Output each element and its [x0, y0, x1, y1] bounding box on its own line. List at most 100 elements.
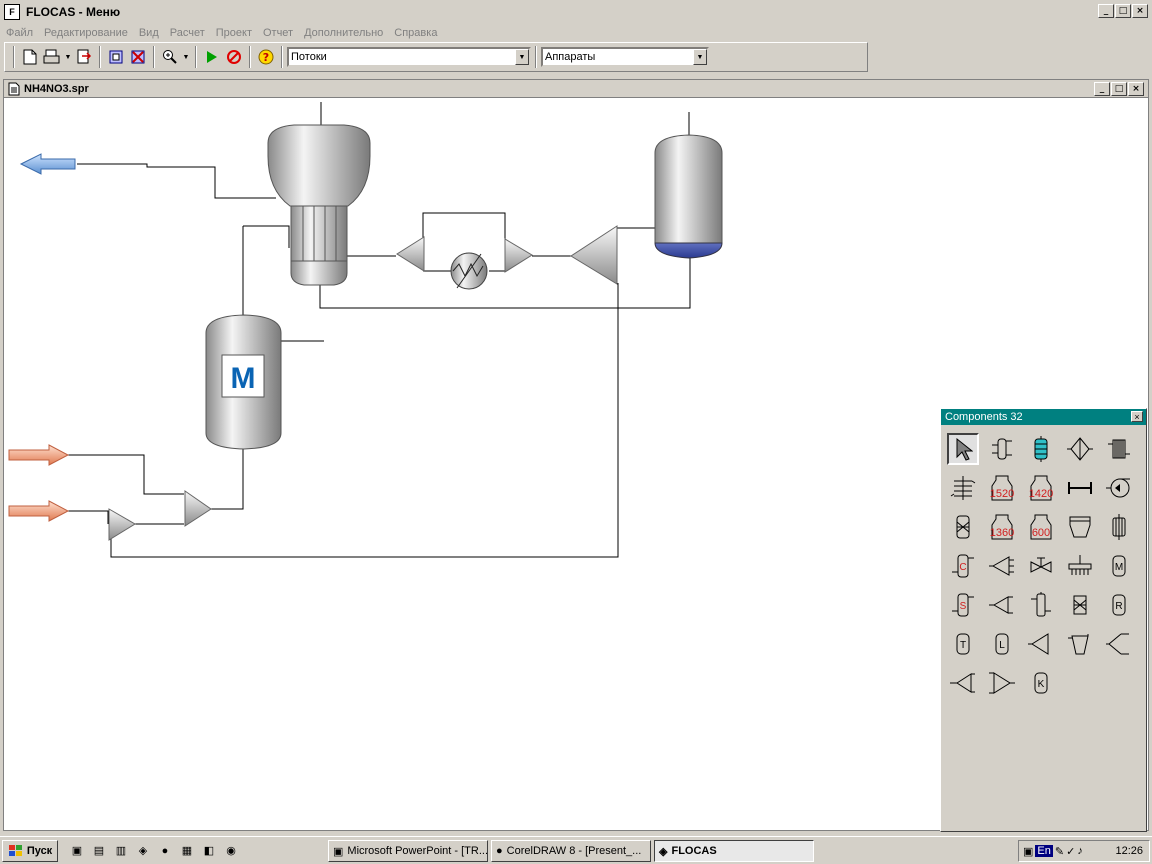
menu-file[interactable]: Файл	[6, 27, 34, 39]
chevron-down-icon[interactable]: ▼	[515, 49, 529, 65]
doc-maximize-button[interactable]: □	[1111, 82, 1127, 96]
start-button[interactable]: Пуск	[2, 839, 58, 862]
zoom-icon[interactable]	[159, 46, 181, 68]
feed-mixer-right[interactable]	[184, 490, 212, 527]
powerpoint-icon: ▣	[333, 845, 344, 858]
storage-vessel[interactable]	[654, 134, 723, 259]
vessel-1520-icon[interactable]: 1520	[986, 472, 1018, 504]
pointer-tool-icon[interactable]	[947, 433, 979, 465]
stop-icon[interactable]	[223, 46, 245, 68]
close-button[interactable]: ×	[1132, 4, 1148, 18]
divider-component-icon[interactable]	[986, 589, 1018, 621]
delete-icon[interactable]	[127, 46, 149, 68]
reactor-r-icon[interactable]: R	[1103, 589, 1135, 621]
separator-cone[interactable]	[570, 225, 618, 285]
product-outlet-arrow[interactable]	[19, 153, 76, 175]
collector-component-icon[interactable]	[947, 667, 979, 699]
print-icon[interactable]	[41, 46, 63, 68]
splitter-diamond-icon[interactable]	[1064, 433, 1096, 465]
distributor-component-icon[interactable]	[1064, 550, 1096, 582]
task-coreldraw[interactable]: ● CorelDRAW 8 - [Present_...	[491, 840, 651, 862]
tube-exchanger-icon[interactable]	[1103, 433, 1135, 465]
maximize-button[interactable]: □	[1115, 4, 1131, 18]
run-icon[interactable]	[201, 46, 223, 68]
valve-component-icon[interactable]	[1025, 550, 1057, 582]
task-powerpoint[interactable]: ▣ Microsoft PowerPoint - [TR...	[328, 840, 488, 862]
tray-check-icon[interactable]: ✓	[1066, 845, 1076, 858]
chevron-down-icon[interactable]: ▼	[693, 49, 707, 65]
menu-help[interactable]: Справка	[394, 27, 438, 39]
menu-report[interactable]: Отчет	[262, 27, 294, 39]
pump-component-icon[interactable]	[1103, 472, 1135, 504]
vessel-1360-icon[interactable]: 1360	[986, 511, 1018, 543]
plate-exchanger-icon[interactable]	[947, 472, 979, 504]
crystallizer-k-icon[interactable]: K	[1025, 667, 1057, 699]
menu-calc[interactable]: Расчет	[169, 27, 205, 39]
feed-mixer-left[interactable]	[108, 508, 136, 541]
junction-component-icon[interactable]	[1103, 628, 1135, 660]
help-icon[interactable]: ?	[255, 46, 277, 68]
column-c-icon[interactable]: C	[947, 550, 979, 582]
reactor-r-label: R	[1115, 601, 1122, 612]
minimize-button[interactable]: _	[1098, 4, 1114, 18]
column-s-icon[interactable]: S	[947, 589, 979, 621]
tray-pen-icon[interactable]: ✎	[1054, 845, 1065, 858]
packed-column-icon[interactable]	[947, 511, 979, 543]
splitter-unit[interactable]	[396, 236, 425, 272]
export-icon[interactable]	[73, 46, 95, 68]
toolbar-separator	[281, 46, 283, 68]
vessel-600-icon[interactable]: 600	[1025, 511, 1057, 543]
menu-extra[interactable]: Дополнительно	[304, 27, 384, 39]
apparatus-combo[interactable]: Аппараты ▼	[541, 47, 709, 67]
language-indicator[interactable]: En	[1035, 845, 1053, 857]
vessel-1420-label: 1420	[1029, 488, 1053, 500]
shell-exchanger-icon[interactable]	[1103, 511, 1135, 543]
manifold-component-icon[interactable]	[1025, 628, 1057, 660]
cyclone-component-icon[interactable]	[1064, 628, 1096, 660]
antivirus-icon[interactable]: ◉	[226, 845, 236, 857]
save-disk-icon[interactable]: ▤	[93, 845, 105, 857]
feed-inlet-arrow-1[interactable]	[8, 444, 70, 466]
bunker-component-icon[interactable]	[1064, 511, 1096, 543]
vessel-1420-icon[interactable]: 1420	[1025, 472, 1057, 504]
new-file-icon[interactable]	[19, 46, 41, 68]
utility-icon[interactable]: ◧	[203, 845, 215, 857]
combiner-component-icon[interactable]	[986, 667, 1018, 699]
doc-minimize-button[interactable]: _	[1094, 82, 1110, 96]
menu-project[interactable]: Проект	[215, 27, 252, 39]
screen-icon[interactable]: ▦	[181, 845, 193, 857]
pipe-component-icon[interactable]	[1064, 472, 1096, 504]
task-flocas[interactable]: ◈ FLOCAS	[654, 840, 814, 862]
mixer-m-icon[interactable]: M	[1103, 550, 1135, 582]
dryer-component-icon[interactable]	[1064, 589, 1096, 621]
print-dropdown-icon[interactable]: ▼	[64, 53, 72, 61]
flocas-app-icon[interactable]: F	[4, 4, 20, 20]
tank-l-icon[interactable]: L	[986, 628, 1018, 660]
stream-properties-icon[interactable]	[105, 46, 127, 68]
flowsheet-canvas[interactable]: M	[4, 98, 1148, 830]
menu-view[interactable]: Вид	[138, 27, 159, 39]
mixing-tank[interactable]: M	[205, 314, 282, 450]
heat-exchanger[interactable]	[450, 252, 488, 290]
coreldraw-icon[interactable]: ●	[161, 844, 169, 857]
doc-close-button[interactable]: ×	[1128, 82, 1144, 96]
streams-combo[interactable]: Потоки ▼	[287, 47, 531, 67]
feed-inlet-arrow-2[interactable]	[8, 500, 70, 522]
filter-component-icon[interactable]	[1025, 433, 1057, 465]
network-icon[interactable]: ▥	[115, 845, 127, 857]
granulation-tower[interactable]	[267, 124, 371, 286]
start-button-label: Пуск	[26, 844, 53, 857]
multi-splitter-icon[interactable]	[986, 550, 1018, 582]
menu-edit[interactable]: Редактирование	[44, 27, 128, 39]
panel-close-button[interactable]: ×	[1131, 411, 1143, 422]
zoom-dropdown-icon[interactable]: ▼	[182, 53, 190, 61]
column-component-icon[interactable]	[986, 433, 1018, 465]
flocas-icon[interactable]: ◈	[138, 845, 148, 857]
tray-monitor-icon[interactable]: ▣	[1023, 845, 1034, 858]
tank-t-icon[interactable]: T	[947, 628, 979, 660]
condenser-component-icon[interactable]	[1025, 589, 1057, 621]
desktop-icon[interactable]: ▣	[71, 845, 83, 857]
components-panel-title-bar: Components 32 ×	[941, 409, 1146, 425]
tray-speaker-icon[interactable]: ♪	[1077, 845, 1083, 857]
mixer-unit[interactable]	[504, 238, 533, 273]
